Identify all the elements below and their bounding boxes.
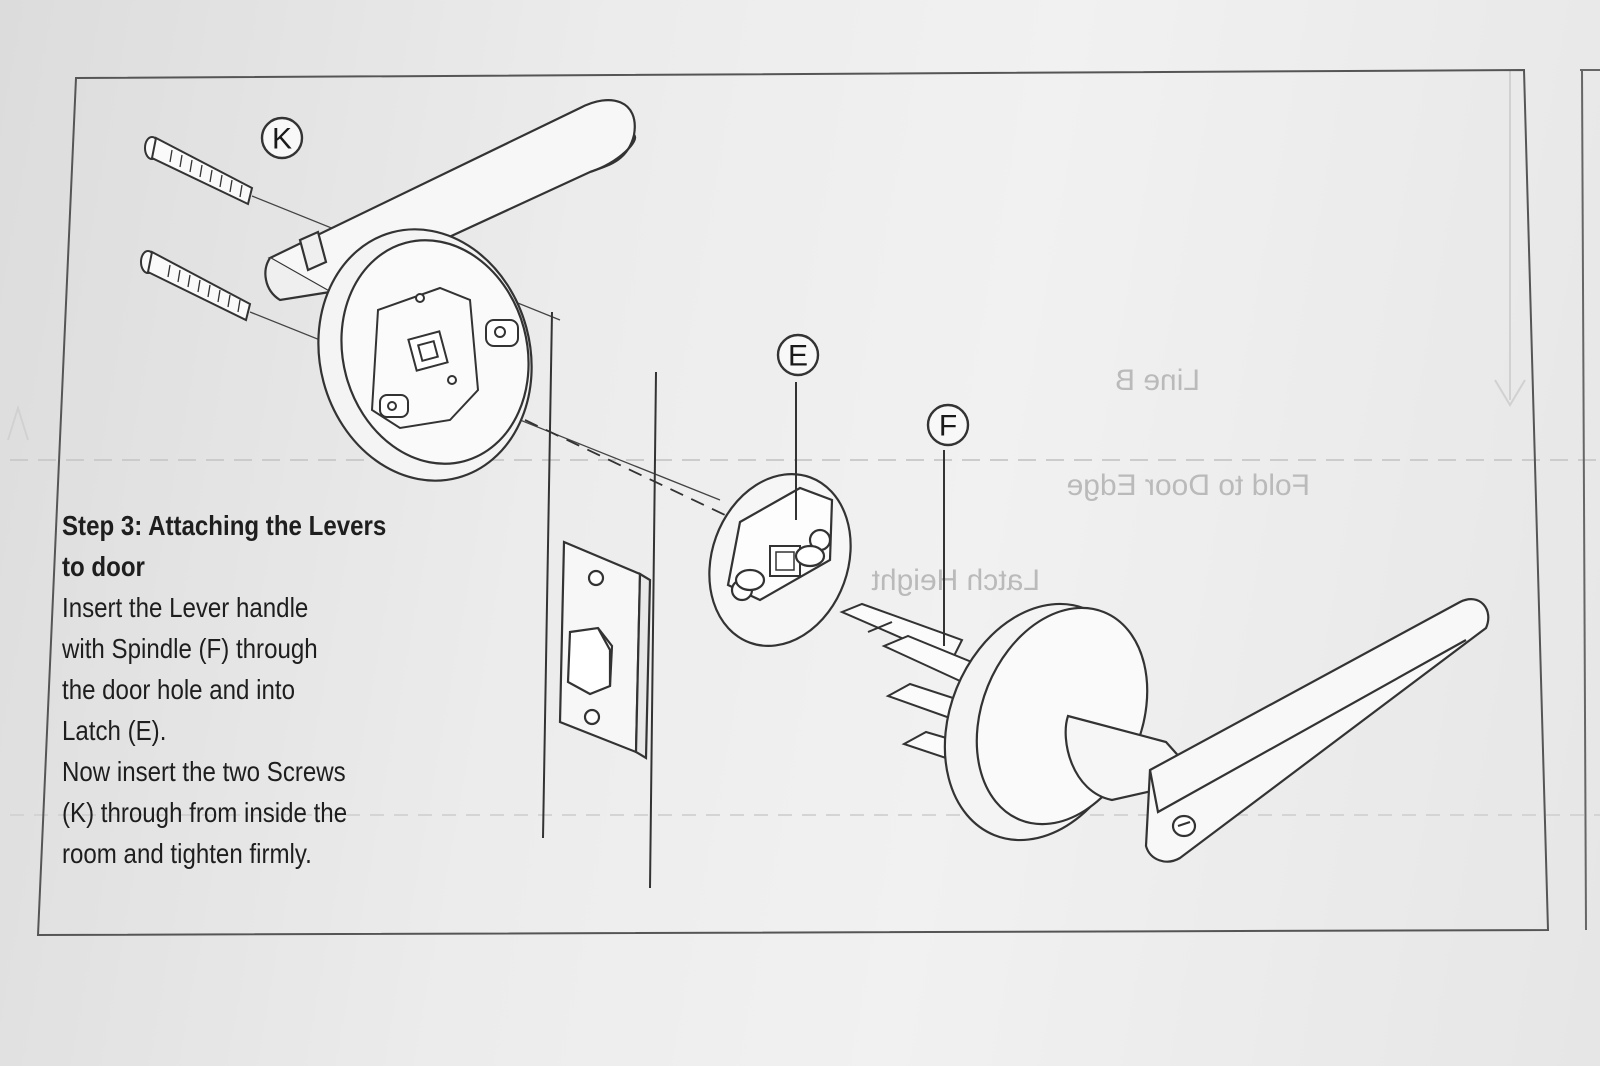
step-line: with Spindle (F) through: [62, 633, 318, 664]
latch-faceplate: [558, 540, 652, 760]
step-line: Insert the Lever handle: [62, 592, 309, 623]
outer-rose: [943, 602, 1149, 842]
latch-body: [708, 472, 852, 648]
callout-f: F: [926, 403, 970, 447]
svg-text:F: F: [939, 410, 957, 443]
screw-k-top: [144, 136, 254, 206]
svg-text:K: K: [272, 123, 292, 156]
step-instructions: Step 3: Attaching the Levers to door Ins…: [62, 505, 389, 874]
ghost-line-label: Line B: [1115, 364, 1200, 397]
svg-text:E: E: [788, 340, 808, 373]
show-through-markings: Line B Fold to Door Edge Latch Height: [7, 70, 1600, 816]
mounting-plate: [370, 286, 519, 430]
step-title: Step 3: Attaching the Levers to door: [62, 510, 387, 582]
inner-lever-handle: [264, 99, 637, 302]
step-line: room and tighten firmly.: [62, 838, 312, 869]
outer-lever-handle: [1064, 598, 1490, 863]
diagram-frame: [36, 68, 1550, 937]
callout-k: K: [260, 116, 304, 160]
alignment-dashed-line: [524, 419, 726, 516]
door-edge: [542, 311, 657, 889]
step-line: Now insert the two Screws: [62, 756, 346, 787]
step-line: (K) through from inside the: [62, 797, 348, 828]
screw-k-bottom: [140, 250, 252, 322]
ghost-fold-label: Fold to Door Edge: [1067, 469, 1310, 502]
step-line: the door hole and into: [62, 674, 295, 705]
callout-e: E: [776, 333, 820, 377]
step-line: Latch (E).: [62, 715, 167, 746]
ghost-latch-label: Latch Height: [871, 564, 1040, 597]
